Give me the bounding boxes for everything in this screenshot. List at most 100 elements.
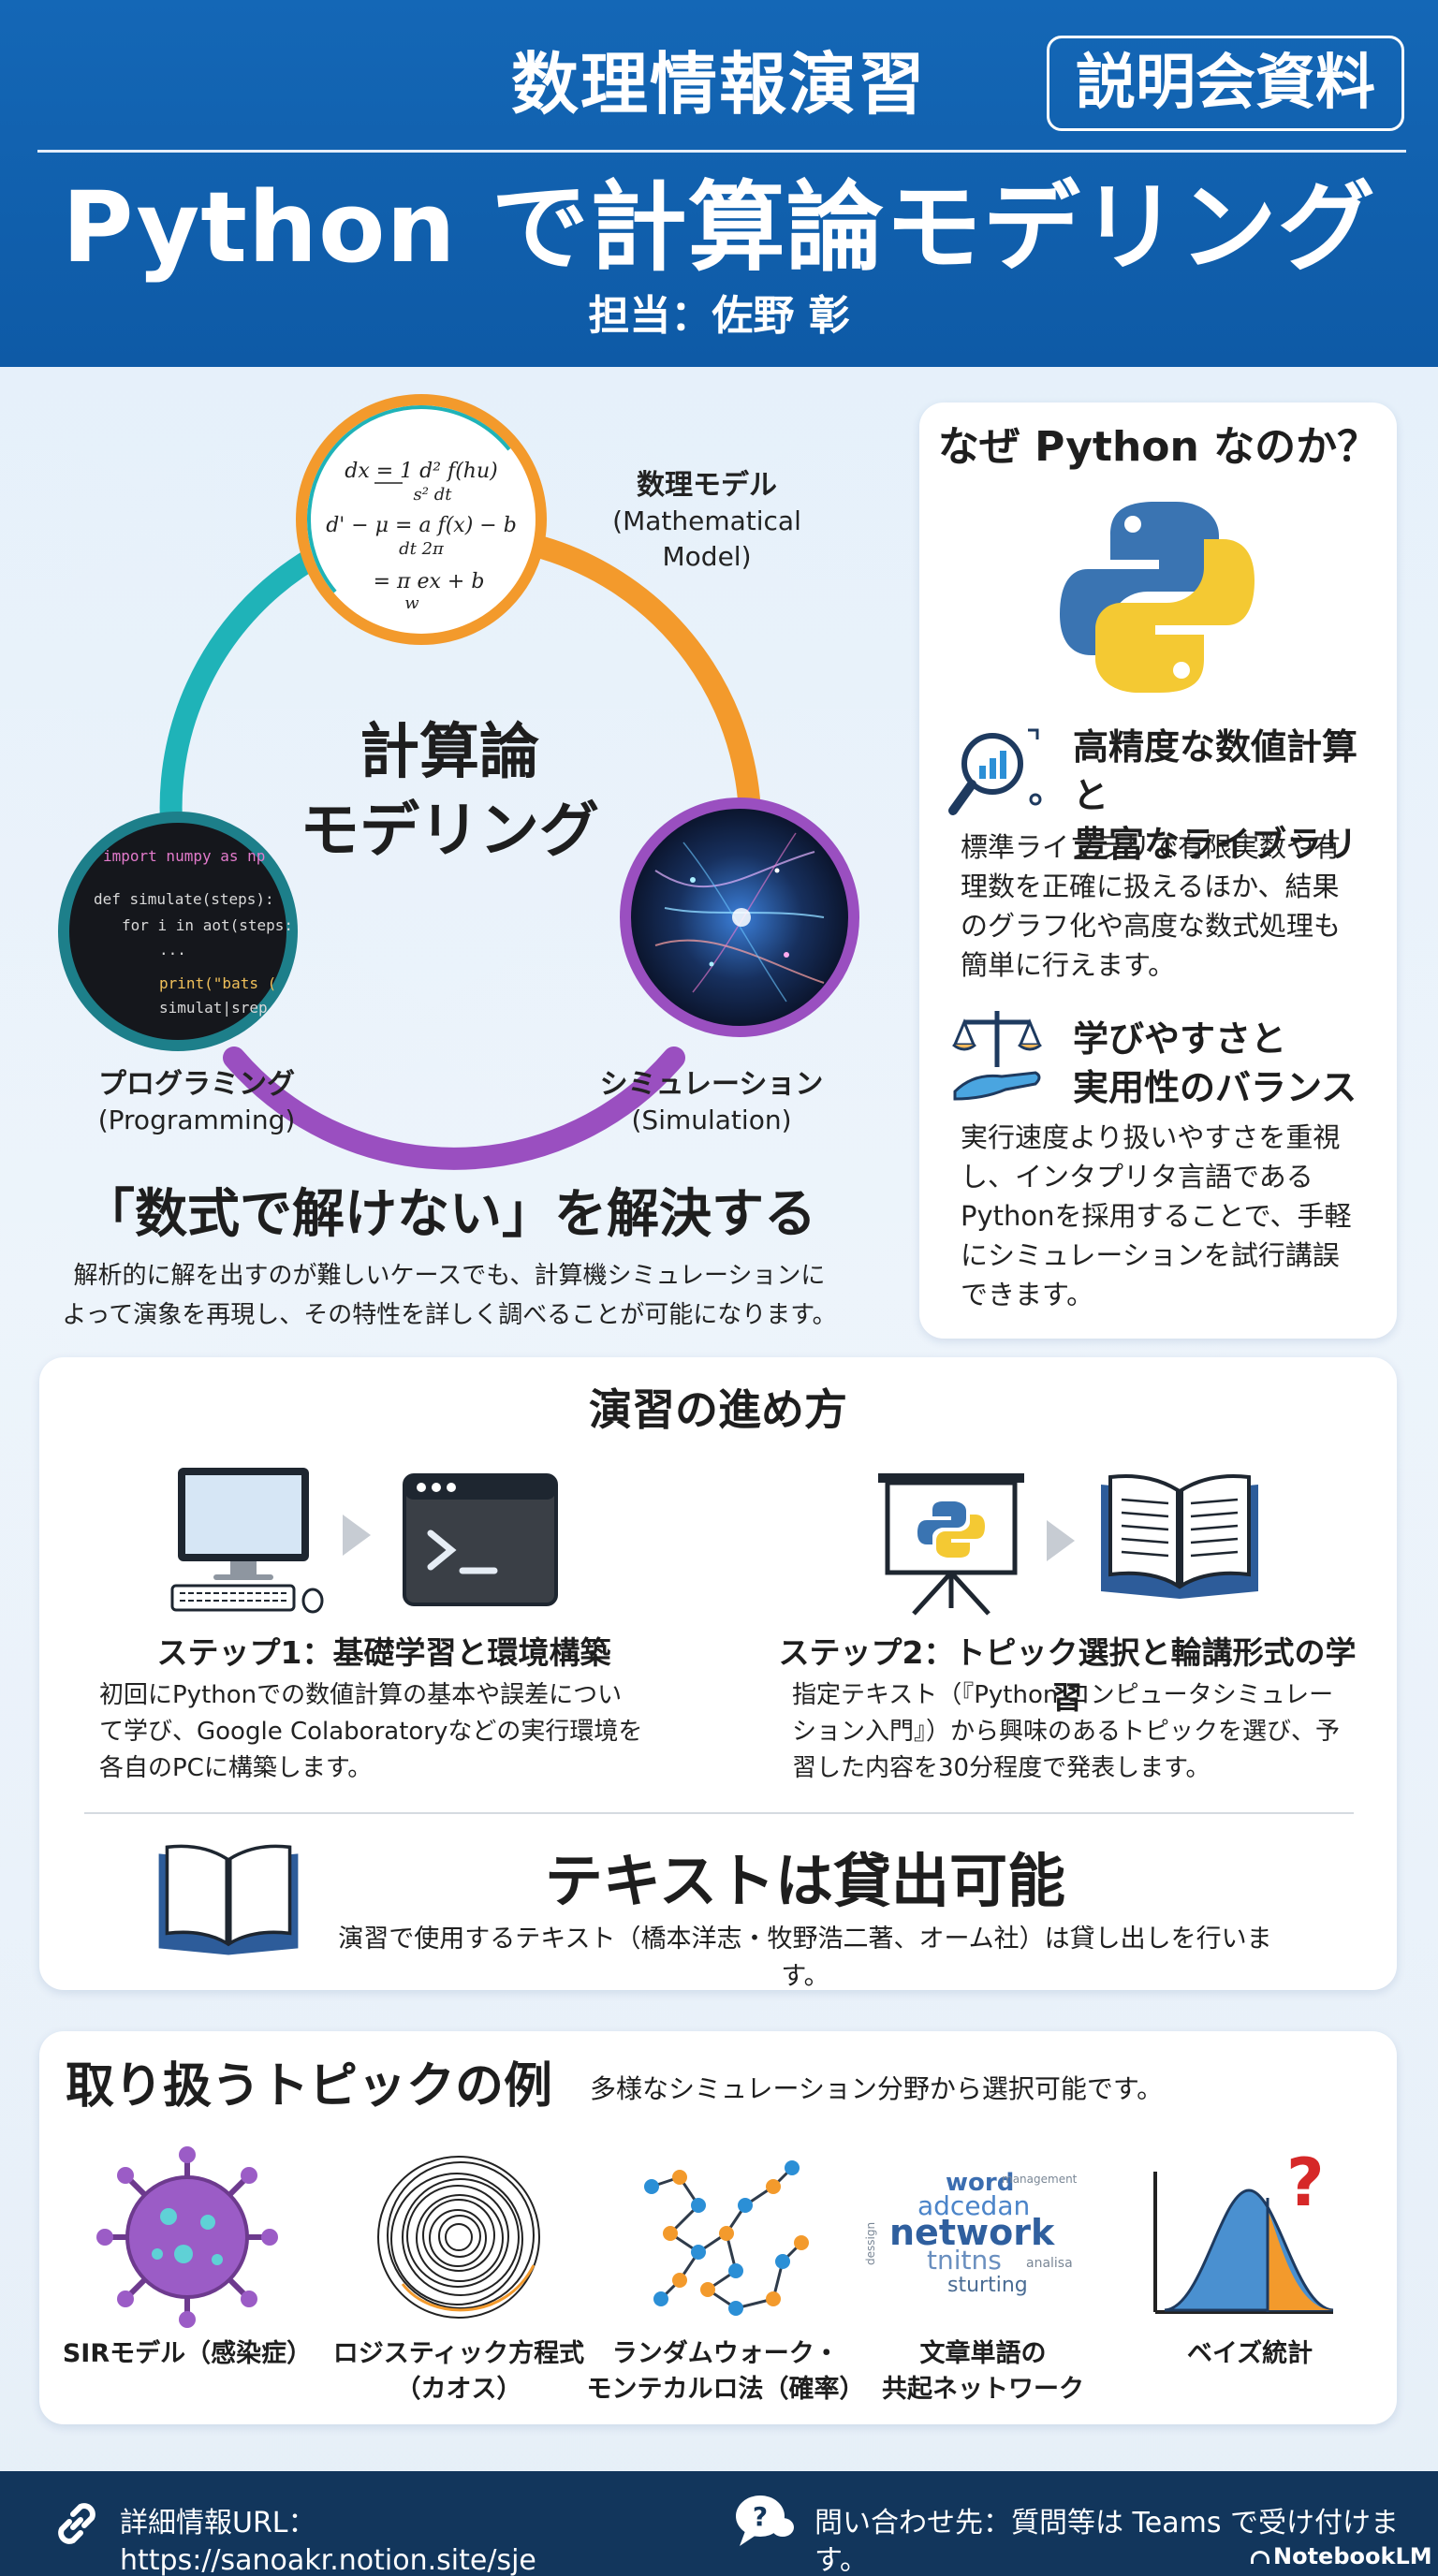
wordcloud-word-7: analisa	[1026, 2256, 1073, 2271]
chaos-spiral-icon	[377, 2156, 540, 2319]
why-item1-heading-line-1: 高精度な数値計算と	[1073, 726, 1358, 816]
step2-body-line-2: ション入門』）から興味のあるトピックを選び、予	[792, 1718, 1341, 1746]
topic-label-cooccurrence: 文章単語の 共起ネットワーク	[852, 2336, 1114, 2408]
label-programming-ja: プログラミング	[98, 1068, 295, 1101]
code-line-4: ...	[159, 941, 186, 959]
why-item2-body-line-4: にシミュレーションを試行講誤	[961, 1239, 1340, 1271]
why-item1-body-line-1: 標準ライブラリで有限実数や有	[961, 831, 1342, 863]
label-math-model-ja: 数理モデル	[637, 469, 777, 502]
chat-question-icon: ?	[736, 2496, 794, 2546]
balance-scale-hand-icon	[952, 1011, 1042, 1101]
topics-subtitle: 多様なシミュレーション分野から選択可能です。	[590, 2073, 1164, 2104]
topic-label-bayes: ベイズ統計	[1133, 2336, 1367, 2372]
code-line-5: print("bats (	[159, 974, 276, 992]
equation-line-2: s² dt	[414, 485, 453, 505]
topic-label-logistic-line-2: （カオス）	[395, 2375, 522, 2404]
why-python-title: なぜ Python なのか？	[937, 423, 1379, 471]
programming-node: import numpy as np def simulate(steps): …	[58, 812, 298, 1051]
topics-title: 取り扱うトピックの例	[66, 2058, 553, 2115]
why-item1-heading: 高精度な数値計算と 豊富なライブラリ	[1073, 723, 1391, 869]
topics-card	[39, 2031, 1397, 2424]
why-item1-body-line-3: のグラフ化や高度な数式処理も	[961, 910, 1342, 942]
why-item1-body-line-2: 理数を正確に扱えるほか、結果	[961, 871, 1340, 902]
link-icon	[58, 2503, 95, 2544]
cycle-center-line-2: モデリング	[300, 797, 599, 866]
wordcloud-word-6: management	[1002, 2173, 1078, 2186]
why-item2-body-line-1: 実行速度より扱いやすさを重視	[961, 1121, 1341, 1153]
lending-body: 演習で使用するテキスト（橋本洋志・牧野浩二著、オーム社）は貸し出しを行います。	[338, 1925, 1272, 1991]
equation-line-6: w	[404, 593, 419, 613]
wordcloud-word-2: adcedan	[917, 2190, 1030, 2221]
step1-body: 初回にPythonでの数値計算の基本や誤差につい て学び、Google Cola…	[99, 1677, 680, 1787]
code-line-3: for i in aot(steps:	[122, 916, 293, 934]
computer-icon	[170, 1468, 324, 1614]
word-cloud-icon: word management adcedan network tnitns a…	[864, 2169, 1078, 2297]
topic-label-random-walk: ランダムウォーク・ モンテカルロ法（確率）	[580, 2336, 871, 2408]
equation-line-3: d' − μ = a f(x) − b	[326, 514, 517, 537]
label-programming: プログラミング (Programming)	[56, 1067, 337, 1138]
bayes-distribution-icon: ?	[1153, 2144, 1334, 2314]
cycle-center-title: 計算論 モデリング	[262, 713, 637, 871]
footer-bar	[0, 2471, 1438, 2576]
why-item2-body: 実行速度より扱いやすさを重視 し、インタプリタ言語である Pythonを採用する…	[961, 1118, 1391, 1314]
label-simulation-ja: シミュレーション	[599, 1068, 824, 1101]
page-title: Python で計算論モデリング	[62, 170, 1376, 285]
solve-heading: 「数式で解けない」を解決する	[82, 1184, 816, 1245]
solve-desc-line-1: 解析的に解を出すのが難しいケースでも、計算機シミュレーションに	[73, 1262, 826, 1290]
topic-label-random-walk-line-1: ランダムウォーク・	[611, 2339, 840, 2368]
code-line-2: def simulate(steps):	[94, 890, 274, 908]
notebooklm-icon	[1251, 2551, 1269, 2564]
why-item2-heading-line-1: 学びやすさと	[1073, 1018, 1287, 1060]
step2-body-line-1: 指定テキスト（『Python コンピュータシミュレー	[792, 1681, 1334, 1709]
course-name: 数理情報演習	[510, 45, 927, 124]
step1-body-line-3: 各自のPCに構築します。	[99, 1754, 373, 1782]
arrow-right-icon	[343, 1515, 371, 1556]
presentation-board-icon	[878, 1473, 1024, 1616]
open-book-icon	[1101, 1474, 1258, 1599]
step2-heading: ステップ2：トピック選択と輪講形式の学習	[778, 1634, 1357, 1716]
author-line: 担当：佐野 彰	[588, 292, 850, 340]
topic-label-cooccurrence-line-2: 共起ネットワーク	[882, 2375, 1084, 2404]
wordcloud-word-1: word	[946, 2169, 1014, 2197]
svg-text:?: ?	[753, 2501, 768, 2532]
why-item2-heading-line-2: 実用性のバランス	[1073, 1067, 1357, 1108]
label-programming-en: (Programming)	[97, 1105, 296, 1135]
topic-label-logistic-line-1: ロジスティック方程式	[332, 2339, 585, 2368]
cycle-center-line-1: 計算論	[360, 718, 539, 787]
wordcloud-word-8: dessign	[864, 2222, 877, 2265]
document-badge: 説明会資料	[1047, 36, 1404, 131]
topic-label-bayes-line-1: ベイズ統計	[1186, 2339, 1313, 2368]
modeling-cycle-diagram: dx = 1 d² f(hu) s² dt d' − μ = a f(x) − …	[58, 394, 859, 1170]
topic-label-logistic: ロジスティック方程式 （カオス）	[318, 2336, 599, 2408]
topic-label-sir: SIRモデル（感染症）	[56, 2336, 318, 2372]
step1-body-line-2: て学び、Google Colaboratoryなどの実行環境を	[99, 1718, 643, 1746]
label-simulation-en: (Simulation)	[631, 1105, 792, 1135]
terminal-icon	[403, 1473, 558, 1606]
code-line-1: import numpy as np	[103, 847, 265, 865]
footer-contact: 問い合わせ先：質問等は Teams で受け付けます。	[814, 2507, 1399, 2576]
notebooklm-brand: NotebookLM	[1251, 2542, 1434, 2570]
equation-line-4: dt 2π	[399, 539, 445, 559]
step2-body-line-3: 習した内容を30分程度で発表します。	[792, 1754, 1211, 1782]
label-math-model-en: (Mathematical Model)	[612, 505, 801, 572]
random-walk-network-icon	[644, 2160, 809, 2316]
math-model-node: dx = 1 d² f(hu) s² dt d' − μ = a f(x) − …	[296, 394, 547, 645]
virus-icon	[96, 2146, 278, 2328]
code-line-6: simulat|srep	[159, 999, 268, 1017]
question-mark-icon: ?	[1286, 2144, 1325, 2221]
arrow-right-icon-2	[1047, 1520, 1075, 1561]
solve-desc-line-2: よって演象を再現し、その特性を詳しく調べることが可能になります。	[62, 1301, 837, 1329]
footer-url[interactable]: 詳細情報URL：https://sanoakr.notion.site/sje	[120, 2507, 536, 2576]
lending-book-icon	[158, 1844, 299, 1955]
wordcloud-word-3: network	[889, 2212, 1055, 2253]
steps-title: 演習の進め方	[589, 1384, 847, 1435]
step1-heading: ステップ1：基礎学習と環境構築	[156, 1634, 611, 1671]
step2-body: 指定テキスト（『Python コンピュータシミュレー ション入門』）から興味のあ…	[792, 1677, 1372, 1787]
solve-description: 解析的に解を出すのが難しいケースでも、計算機シミュレーションに よって演象を再現…	[56, 1256, 843, 1335]
why-item1-body: 標準ライブラリで有限実数や有 理数を正確に扱えるほか、結果 のグラフ化や高度な数…	[961, 827, 1391, 985]
topic-label-sir-line-1: SIRモデル（感染症）	[62, 2339, 313, 2368]
header-divider	[37, 150, 1406, 153]
cycle-arc-purple	[223, 1046, 685, 1170]
topic-label-random-walk-line-2: モンテカルロ法（確率）	[586, 2375, 865, 2404]
why-item2-body-line-3: Pythonを採用することで、手軽	[961, 1200, 1352, 1232]
